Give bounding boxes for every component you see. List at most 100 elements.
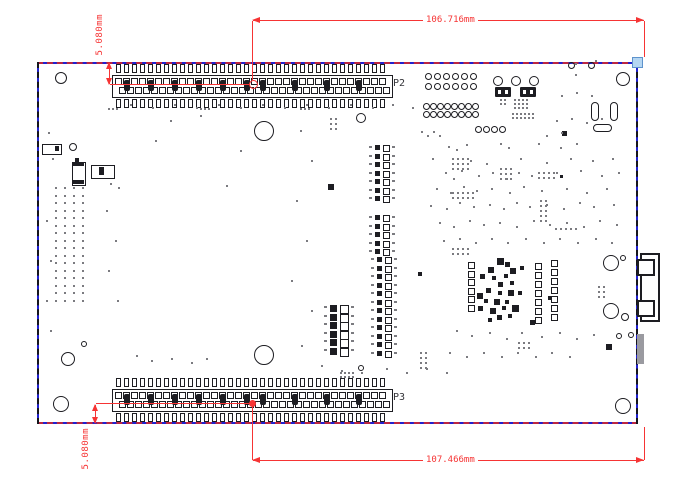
pin-tick bbox=[116, 64, 121, 73]
smd-component[interactable] bbox=[377, 316, 382, 322]
chip-component[interactable] bbox=[495, 87, 511, 97]
smd-component[interactable] bbox=[375, 232, 380, 237]
smd-component[interactable] bbox=[375, 196, 380, 201]
pad bbox=[588, 62, 595, 69]
chip-component[interactable] bbox=[520, 87, 536, 97]
smd-component[interactable] bbox=[377, 291, 382, 296]
pin-pad bbox=[271, 401, 278, 408]
via-dot bbox=[472, 192, 474, 194]
via-dot bbox=[540, 205, 542, 207]
via-dot bbox=[55, 247, 57, 249]
pin-pad bbox=[211, 392, 218, 399]
smd-component[interactable] bbox=[377, 308, 382, 313]
smd-component[interactable] bbox=[377, 274, 382, 279]
pad bbox=[470, 73, 477, 80]
smd-component[interactable] bbox=[375, 223, 380, 229]
via-dot bbox=[533, 220, 535, 222]
pin-tick bbox=[340, 378, 345, 387]
smd-component[interactable] bbox=[375, 215, 380, 220]
via-dot bbox=[73, 194, 75, 197]
via-dot bbox=[545, 215, 547, 217]
smd-component[interactable] bbox=[330, 313, 337, 321]
mounting-hole[interactable] bbox=[616, 72, 630, 86]
smd-component[interactable] bbox=[377, 282, 382, 288]
smd-component[interactable] bbox=[375, 162, 380, 167]
smd-component[interactable] bbox=[377, 350, 382, 356]
via-dot bbox=[341, 370, 343, 372]
smd-component[interactable] bbox=[375, 179, 380, 184]
mounting-hole[interactable] bbox=[254, 345, 274, 365]
pin-tick bbox=[308, 378, 313, 387]
oval-component[interactable] bbox=[593, 124, 612, 132]
smd-component[interactable] bbox=[377, 325, 382, 330]
smd-component[interactable] bbox=[330, 330, 337, 338]
via-dot bbox=[462, 197, 464, 199]
pin-pad bbox=[363, 392, 370, 399]
smd-component[interactable] bbox=[42, 144, 62, 155]
via-dot bbox=[521, 332, 523, 334]
oval-component[interactable] bbox=[610, 102, 618, 121]
via-dot bbox=[412, 107, 414, 109]
smd-component[interactable] bbox=[330, 347, 337, 355]
mounting-hole[interactable] bbox=[53, 396, 69, 412]
smd-component[interactable] bbox=[91, 165, 115, 179]
board-edge-left-dash bbox=[37, 62, 39, 424]
via-dot bbox=[64, 269, 66, 272]
via-dot bbox=[601, 118, 603, 120]
mounting-hole[interactable] bbox=[254, 121, 274, 141]
via-dot bbox=[522, 107, 524, 109]
silk-mark bbox=[394, 292, 397, 294]
smd-component[interactable] bbox=[375, 240, 380, 246]
mounting-hole[interactable] bbox=[603, 255, 619, 271]
pad bbox=[470, 83, 477, 90]
smd-component[interactable] bbox=[375, 187, 380, 193]
smd-component[interactable] bbox=[377, 299, 382, 305]
via-dot bbox=[118, 187, 120, 189]
mounting-hole[interactable] bbox=[603, 303, 619, 319]
smd-component[interactable] bbox=[375, 170, 380, 176]
smd-component[interactable] bbox=[377, 265, 382, 271]
via-dot bbox=[425, 362, 427, 364]
board-edge-bottom-dash bbox=[37, 422, 638, 424]
via-dot bbox=[505, 173, 507, 175]
smd-pad bbox=[385, 333, 392, 341]
via-dot bbox=[545, 205, 547, 207]
smd-component[interactable] bbox=[330, 305, 337, 312]
pin-tick bbox=[380, 413, 385, 422]
smd-component[interactable] bbox=[375, 153, 380, 159]
via-dot bbox=[591, 95, 593, 97]
via-dot bbox=[520, 117, 522, 119]
oval-component[interactable] bbox=[591, 102, 599, 121]
pin-tick bbox=[324, 99, 329, 108]
smd-component[interactable] bbox=[377, 333, 382, 339]
arrow-right-icon bbox=[636, 457, 644, 463]
smd-component[interactable] bbox=[330, 339, 337, 346]
via-dot bbox=[500, 173, 502, 175]
via-dot bbox=[510, 178, 512, 180]
via-dot bbox=[541, 190, 543, 192]
via-dot bbox=[300, 108, 302, 110]
smd-pad bbox=[383, 215, 390, 222]
via-dot bbox=[108, 270, 110, 272]
silk-mark bbox=[371, 292, 374, 294]
smd-component[interactable] bbox=[375, 145, 380, 150]
pin-pad bbox=[159, 401, 166, 408]
mounting-hole[interactable] bbox=[55, 72, 67, 84]
via-dot bbox=[420, 352, 422, 354]
smd-pad bbox=[383, 145, 390, 152]
mounting-hole[interactable] bbox=[61, 352, 75, 366]
pin-pad bbox=[331, 78, 338, 85]
selection-handle[interactable] bbox=[632, 57, 643, 68]
via-dot bbox=[453, 226, 455, 228]
via-dot bbox=[523, 186, 525, 188]
mounting-hole[interactable] bbox=[615, 398, 631, 414]
pin-tick bbox=[260, 378, 265, 387]
smd-component[interactable] bbox=[330, 322, 337, 329]
smd-component[interactable] bbox=[375, 249, 380, 254]
smd-pad bbox=[385, 257, 392, 264]
smd-component[interactable] bbox=[377, 257, 382, 262]
smd-component[interactable] bbox=[377, 342, 382, 347]
via-dot bbox=[462, 158, 464, 160]
edge-connector-body[interactable] bbox=[640, 253, 660, 322]
